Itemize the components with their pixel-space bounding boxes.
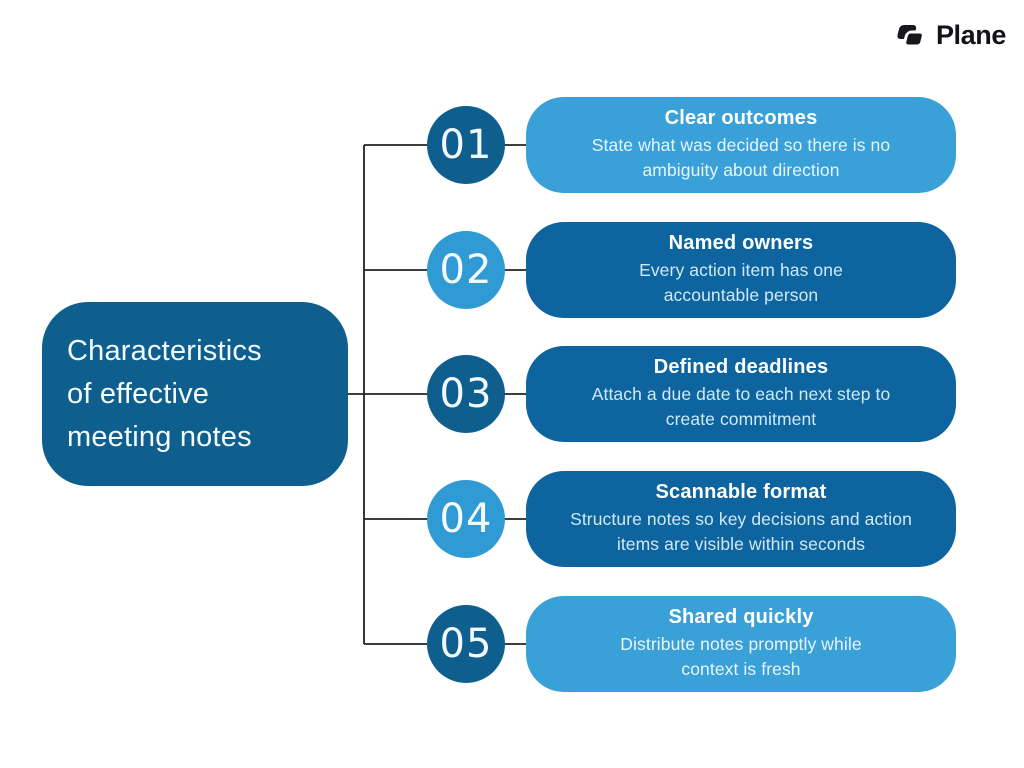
step-card-description-line: Every action item has one <box>639 260 843 280</box>
step-card-description-line: ambiguity about direction <box>642 160 840 180</box>
step-number-circle-03: 03 <box>427 355 505 433</box>
step-number-circle-05: 05 <box>427 605 505 683</box>
title-line: Characteristics <box>67 334 262 367</box>
step-card-title: Scannable format <box>655 481 827 503</box>
title-line: of effective <box>67 377 210 410</box>
plane-logo-icon <box>897 24 925 47</box>
step-number: 05 <box>439 621 493 667</box>
step-card-description-line: context is fresh <box>681 659 801 679</box>
step-card-description-line: Structure notes so key decisions and act… <box>570 509 912 529</box>
step-number-circle-02: 02 <box>427 231 505 309</box>
step-card-title: Defined deadlines <box>653 356 829 378</box>
title-box: Characteristics of effective meeting not… <box>42 302 348 486</box>
step-number: 03 <box>439 371 493 417</box>
step-card-description-line: items are visible within seconds <box>616 534 866 554</box>
title-line: meeting notes <box>67 420 252 453</box>
step-number-circle-04: 04 <box>427 480 505 558</box>
step-card-description-line: State what was decided so there is no <box>591 135 891 155</box>
step-card-description-line: accountable person <box>663 285 819 305</box>
step-number: 02 <box>439 247 493 293</box>
step-number: 01 <box>439 122 493 168</box>
plane-logo: Plane <box>892 20 1006 51</box>
step-card-description-line: create commitment <box>665 409 817 429</box>
step-card-title: Clear outcomes <box>664 107 818 129</box>
step-card-title: Shared quickly <box>668 606 814 628</box>
step-card-description-line: Distribute notes promptly while <box>620 634 862 654</box>
step-number: 04 <box>439 496 493 542</box>
step-number-circle-01: 01 <box>427 106 505 184</box>
step-card-title: Named owners <box>668 232 814 254</box>
plane-logo-text: Plane <box>935 20 1006 50</box>
step-card-description-line: Attach a due date to each next step to <box>591 384 891 404</box>
